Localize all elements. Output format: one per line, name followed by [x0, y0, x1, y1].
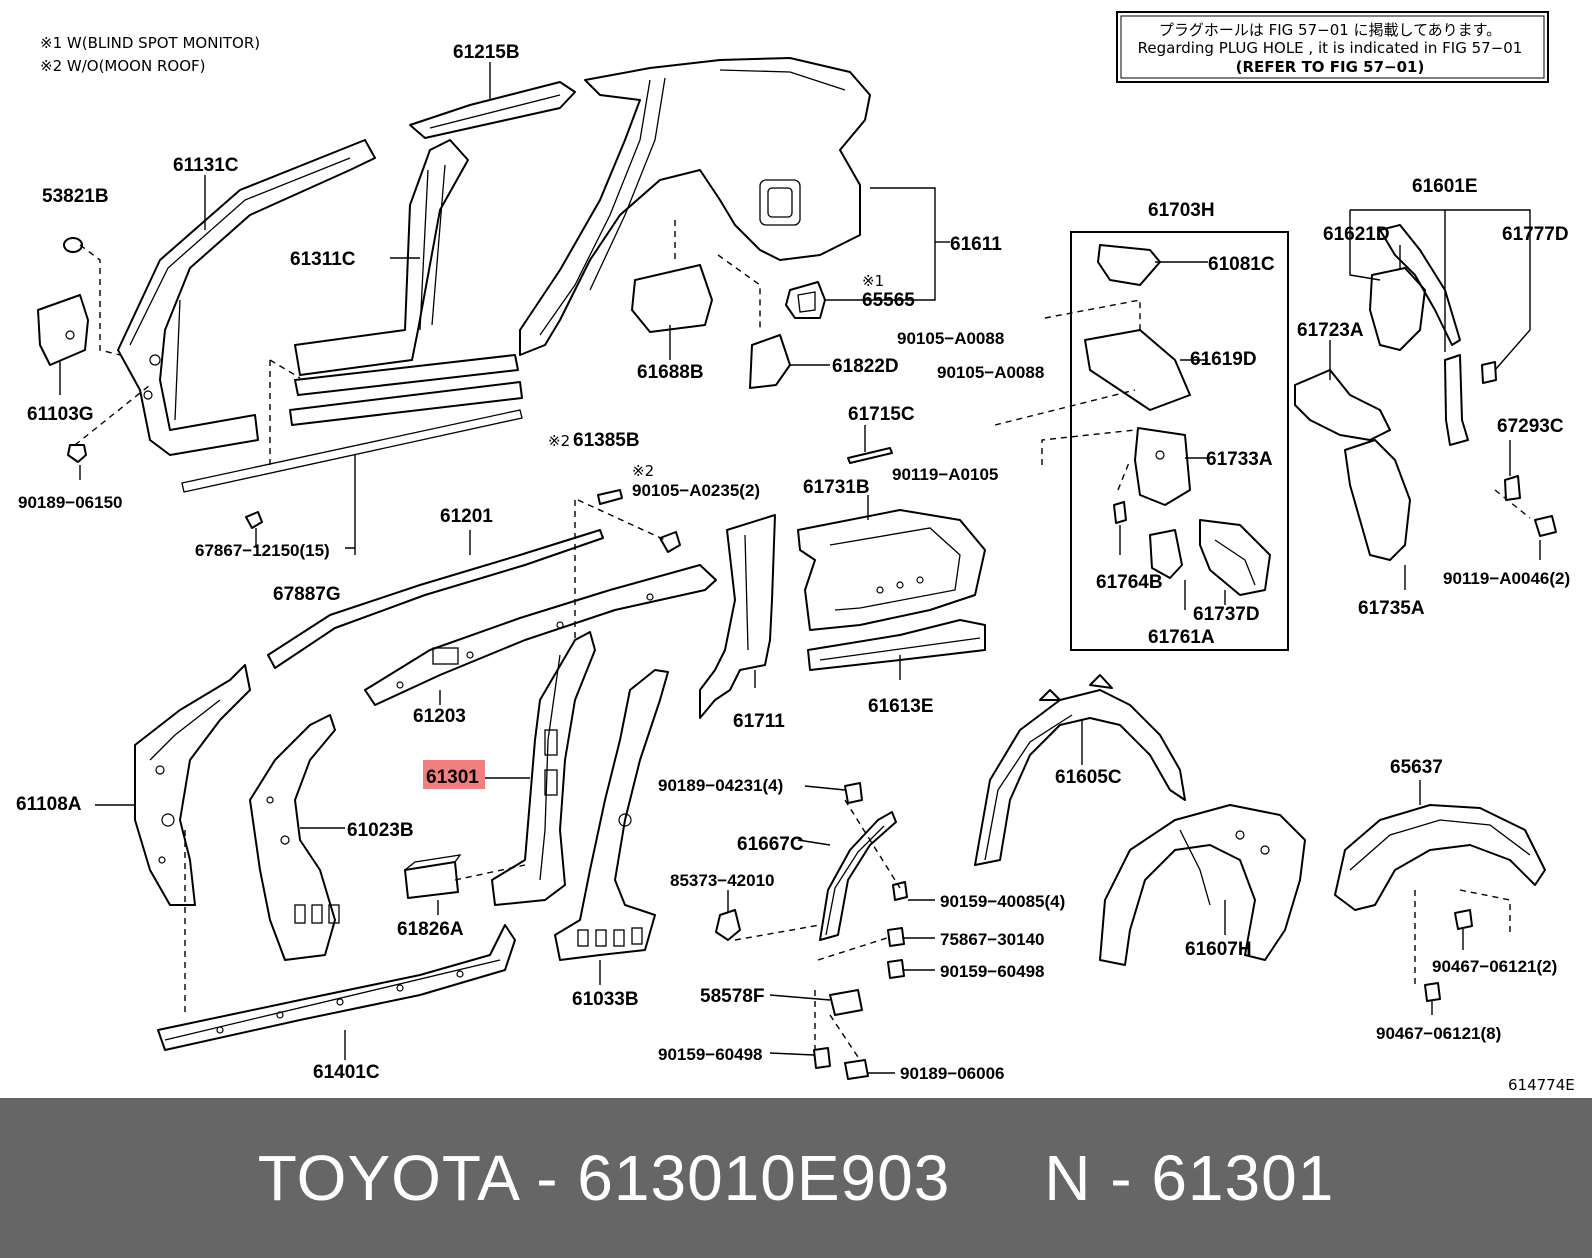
- label-61737d: 61737D: [1193, 604, 1260, 625]
- label-61108a: 61108A: [16, 794, 82, 815]
- leader-lines: [59, 62, 1541, 1074]
- label-61764b: 61764B: [1096, 572, 1163, 593]
- highlight-61301: [423, 760, 485, 789]
- label-61385b: 61385B: [573, 430, 640, 451]
- label-61607h: 61607H: [1185, 939, 1252, 960]
- label-61733a: 61733A: [1206, 449, 1273, 470]
- label-61731b: 61731B: [803, 477, 870, 498]
- label-61715c: 61715C: [848, 404, 915, 425]
- mark-90105-note2: ※2: [632, 462, 654, 480]
- label-90159-40085: 90159−40085(4): [940, 892, 1065, 911]
- label-90467-06121-a: 90467−06121(2): [1432, 957, 1557, 976]
- label-61311c: 61311C: [290, 249, 356, 270]
- refer-line-jp: プラグホールは FIG 57−01 に掲載してあります。: [1159, 21, 1501, 39]
- label-90159-60498-b: 90159−60498: [658, 1045, 762, 1064]
- label-90105-a0088-a: 90105−A0088: [897, 329, 1004, 348]
- refer-line-fig: (REFER TO FIG 57−01): [1236, 58, 1425, 76]
- label-75867-30140: 75867−30140: [940, 930, 1044, 949]
- label-61033b: 61033B: [572, 989, 639, 1010]
- footer-bar: TOYOTA - 613010E903 N - 61301: [0, 1098, 1592, 1258]
- body-side-outer-drawing: [117, 57, 871, 493]
- label-90119-a0105: 90119−A0105: [892, 465, 998, 484]
- label-61761a: 61761A: [1148, 627, 1215, 648]
- label-61605c: 61605C: [1055, 767, 1122, 788]
- label-61103g: 61103G: [27, 404, 94, 425]
- label-90189-06150: 90189−06150: [18, 493, 122, 512]
- label-61688b: 61688B: [637, 362, 704, 383]
- label-65637: 65637: [1390, 757, 1443, 778]
- label-61822d: 61822D: [832, 356, 899, 377]
- label-61203: 61203: [413, 706, 466, 727]
- refer-line-en: Regarding PLUG HOLE , it is indicated in…: [1138, 39, 1523, 57]
- parts-diagram: ※1 W(BLIND SPOT MONITOR) ※2 W/O(MOON ROO…: [16, 11, 1575, 1094]
- footer-part-number: TOYOTA - 613010E903 N - 61301: [257, 1142, 1335, 1214]
- label-85373-42010: 85373−42010: [670, 871, 774, 890]
- label-67867-12150: 67867−12150(15): [195, 541, 330, 560]
- lower-panels: [134, 631, 669, 1051]
- assembly-dashed-lines: [74, 220, 1531, 1061]
- label-61023b: 61023B: [347, 820, 414, 841]
- label-53821b: 53821B: [42, 186, 109, 207]
- mark-65565-note1: ※1: [862, 272, 884, 290]
- label-67293c: 67293C: [1497, 416, 1564, 437]
- upper-small-parts: [37, 237, 826, 553]
- label-90467-06121-b: 90467−06121(8): [1376, 1024, 1501, 1043]
- label-61723a: 61723A: [1297, 320, 1364, 341]
- label-58578f: 58578F: [700, 986, 764, 1007]
- label-61711: 61711: [733, 711, 785, 732]
- label-61735a: 61735A: [1358, 598, 1425, 619]
- label-90159-60498-a: 90159−60498: [940, 962, 1044, 981]
- label-61401c: 61401C: [313, 1062, 380, 1083]
- label-61601e: 61601E: [1412, 176, 1478, 197]
- label-61131c: 61131C: [173, 155, 239, 176]
- refer-box: プラグホールは FIG 57−01 に掲載してあります。 Regarding P…: [1116, 11, 1549, 83]
- label-61703h: 61703H: [1148, 200, 1215, 221]
- note-blind-spot-monitor: ※1 W(BLIND SPOT MONITOR): [40, 34, 260, 52]
- label-61611: 61611: [950, 234, 1002, 255]
- label-90189-06006: 90189−06006: [900, 1064, 1004, 1083]
- note-moon-roof: ※2 W/O(MOON ROOF): [40, 57, 205, 75]
- label-61777d: 61777D: [1502, 224, 1569, 245]
- wheelhouse-parts: [715, 674, 1546, 1080]
- label-61619d: 61619D: [1190, 349, 1257, 370]
- mark-61385b-note2: ※2: [548, 432, 570, 450]
- part-labels: 61215B 61131C 53821B 61311C 61611 ※1 655…: [16, 42, 1575, 1094]
- label-90189-04231: 90189−04231(4): [658, 776, 783, 795]
- label-61201: 61201: [440, 506, 493, 527]
- label-61081c: 61081C: [1208, 254, 1275, 275]
- label-67887g: 67887G: [273, 584, 341, 605]
- label-61613e: 61613E: [868, 696, 934, 717]
- figure-id: 614774E: [1508, 1076, 1575, 1094]
- label-61667c: 61667C: [737, 834, 804, 855]
- label-90105-a0235: 90105−A0235(2): [632, 481, 760, 500]
- label-61301: 61301: [426, 767, 479, 788]
- label-90105-a0088-b: 90105−A0088: [937, 363, 1044, 382]
- group-61601e: [1294, 224, 1557, 561]
- label-65565: 65565: [862, 290, 915, 311]
- label-61621d: 61621D: [1323, 224, 1390, 245]
- middle-panels: [267, 447, 986, 719]
- label-90119-a0046: 90119−A0046(2): [1443, 569, 1570, 588]
- label-61826a: 61826A: [397, 919, 464, 940]
- group-61703h-box: [1070, 231, 1289, 651]
- label-61215b: 61215B: [453, 42, 520, 63]
